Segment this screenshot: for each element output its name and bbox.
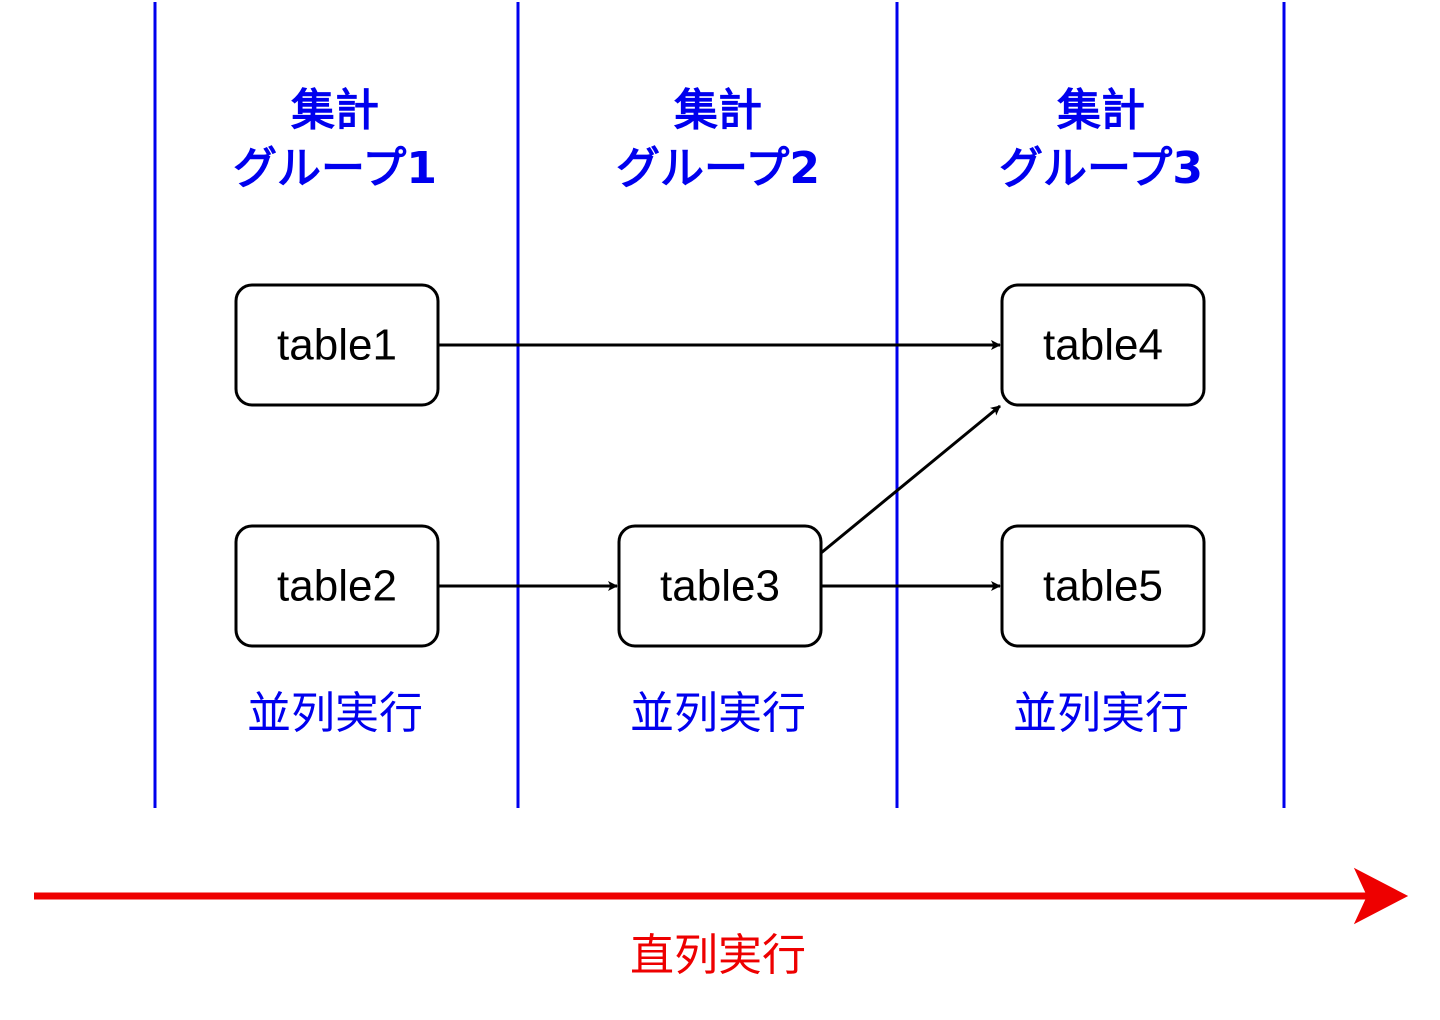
table-node-table3[interactable]: table3 [617,524,823,648]
edges [438,340,1001,591]
group-3-title-line1: 集計 [1056,85,1145,136]
node-label: table4 [1043,321,1163,370]
serial-arrow-head [1353,867,1409,925]
node-label: table1 [277,321,397,370]
group-3-title-line2: グループ3 [999,143,1203,194]
node-box [234,524,440,648]
node-box [1000,283,1206,407]
group-3-parallel-label: 並列実行 [1013,688,1189,739]
table-node-table5[interactable]: table5 [1000,524,1206,648]
parallel-labels: 並列実行 並列実行 並列実行 [247,688,1189,739]
node-label: table2 [277,562,397,611]
group-2-title-line1: 集計 [673,85,762,136]
group-dividers [153,2,1286,808]
group-titles: 集計 グループ1 集計 グループ2 集計 グループ3 [233,85,1203,194]
node-box [1000,524,1206,648]
group-2-parallel-label: 並列実行 [630,688,806,739]
table-node-table2[interactable]: table2 [234,524,440,648]
group-1-title-line1: 集計 [290,85,379,136]
table-node-table4[interactable]: table4 [1000,283,1206,407]
serial-execution-arrow [34,867,1409,925]
group-1-parallel-label: 並列実行 [247,688,423,739]
edge-table3-to-table4 [820,404,1001,555]
group-1-title-line2: グループ1 [233,143,437,194]
node-box [234,283,440,407]
node-label: table5 [1043,562,1163,611]
table-node-table1[interactable]: table1 [234,283,440,407]
serial-label: 直列実行 [630,930,806,981]
node-label: table3 [660,562,780,611]
group-2-title-line2: グループ2 [616,143,820,194]
node-box [617,524,823,648]
